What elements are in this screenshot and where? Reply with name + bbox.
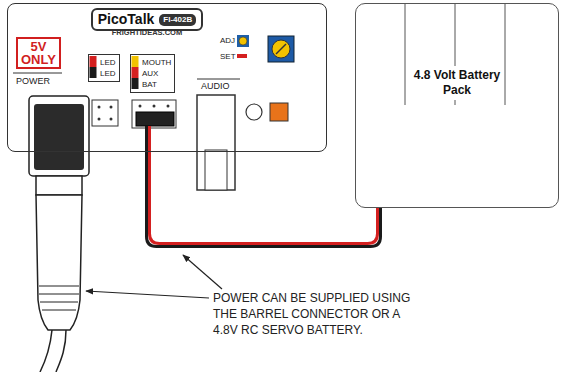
wire-color-mark	[132, 78, 139, 89]
leader-arrow	[183, 255, 222, 289]
pin-label: MOUTH	[142, 57, 171, 68]
product-title-box: PicoTalk FI-402B	[91, 8, 203, 31]
adjust-icon	[239, 37, 247, 45]
pin-label: BAT	[142, 79, 171, 90]
model-badge: FI-402B	[159, 14, 196, 26]
barrel-plug	[40, 302, 78, 303]
adjust-icon	[237, 35, 249, 47]
barrel-jack	[34, 104, 84, 170]
port-label: AUDIO	[201, 81, 230, 91]
header-pin	[167, 105, 170, 108]
barrel-plug	[39, 294, 79, 295]
servo-plug	[136, 112, 174, 126]
pin-label: LED	[100, 57, 116, 68]
circuit-board: FRIGHTIDEAS.COMPicoTalkFI-402B5V ONLYLED…	[7, 3, 327, 152]
barrel-plug	[36, 176, 82, 195]
section-rule	[197, 79, 240, 80]
power-cable	[40, 330, 52, 372]
led-header-label: LEDLED	[88, 54, 120, 82]
callout-note: POWER CAN BE SUPPLIED USING THE BARREL C…	[213, 290, 418, 338]
model-number: FI-402B	[163, 15, 192, 25]
battery-cell-divider	[405, 4, 406, 105]
wire-color-mark	[132, 67, 139, 78]
header-pin	[98, 106, 101, 109]
wire-color-mark	[132, 56, 139, 67]
barrel-plug	[42, 310, 76, 311]
audio-jack	[197, 95, 235, 190]
product-name: PicoTalk	[98, 11, 155, 28]
potentiometer	[272, 40, 290, 58]
potentiometer	[276, 44, 286, 54]
voltage-warning-box: 5V ONLY	[16, 37, 61, 69]
wire-strand	[147, 152, 381, 247]
header-pin	[110, 106, 113, 109]
wire-color-mark	[90, 56, 97, 67]
port-label: POWER	[16, 76, 50, 86]
output-header-label: MOUTHAUXBAT	[130, 54, 175, 93]
battery-cell-divider	[505, 4, 506, 105]
warning-text: 5V ONLY	[21, 40, 56, 66]
port-label: ADJ	[220, 36, 235, 45]
port-label: SET	[220, 52, 236, 61]
battery-label: 4.8 Volt Battery Pack	[413, 66, 501, 100]
audio-jack	[205, 150, 227, 190]
header-pin	[98, 118, 101, 121]
led-hole	[246, 104, 262, 120]
power-cable	[56, 330, 66, 372]
battery-pack: 4.8 Volt Battery Pack	[355, 3, 559, 208]
set-jumper-icon	[237, 54, 247, 58]
wire-strand	[150, 152, 378, 244]
header-pin	[153, 105, 156, 108]
battery-wire	[147, 152, 381, 247]
pin-label: LED	[100, 68, 116, 79]
push-button	[270, 103, 288, 121]
leader-arrow	[86, 291, 209, 298]
barrel-plug	[36, 195, 82, 330]
pin-header	[92, 100, 118, 126]
pin-label: AUX	[142, 68, 171, 79]
barrel-jack	[29, 96, 89, 176]
header-pin	[110, 118, 113, 121]
pin-header	[132, 100, 176, 128]
barrel-plug	[39, 286, 79, 287]
potentiometer	[268, 36, 294, 62]
wire-color-mark	[90, 67, 97, 78]
section-rule	[13, 73, 62, 74]
header-pin	[139, 105, 142, 108]
